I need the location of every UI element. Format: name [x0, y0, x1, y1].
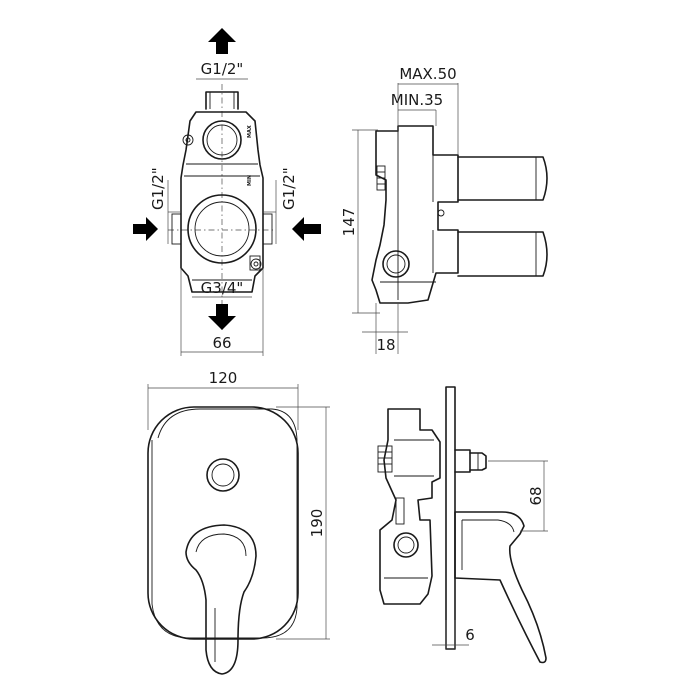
assembled-side-view: 68 6	[377, 386, 548, 664]
label-outlet-top-g12: G1/2"	[201, 60, 244, 78]
arrow-left-icon	[292, 217, 321, 241]
diverter-body-front-view: MAX MIN 66 G1/2" G1/2" G1/2" G3/4"	[133, 28, 321, 356]
max-engraving: MAX	[247, 125, 253, 138]
diverter-body-side-view: 147 MAX.50 MIN.35 18	[340, 65, 548, 354]
dim-base-18: 18	[376, 336, 395, 354]
dim-plate-6: 6	[465, 626, 475, 644]
label-outlet-bottom-g34: G3/4"	[201, 279, 244, 297]
label-inlet-left-g12: G1/2"	[149, 167, 167, 210]
dim-height-147: 147	[340, 208, 358, 237]
dim-width-66: 66	[212, 334, 231, 352]
min-engraving: MIN	[247, 175, 253, 186]
arrow-down-icon	[208, 304, 236, 330]
arrow-up-icon	[208, 28, 236, 54]
dim-width-120: 120	[209, 369, 238, 387]
arrow-right-icon	[133, 217, 158, 241]
dim-max-depth: MAX.50	[399, 65, 456, 83]
label-inlet-right-g12: G1/2"	[280, 167, 298, 210]
dim-min-depth: MIN.35	[391, 91, 443, 109]
dim-offset-68: 68	[527, 486, 545, 505]
trim-plate-front-view: 120 190	[147, 369, 330, 675]
dim-height-190: 190	[308, 509, 326, 538]
